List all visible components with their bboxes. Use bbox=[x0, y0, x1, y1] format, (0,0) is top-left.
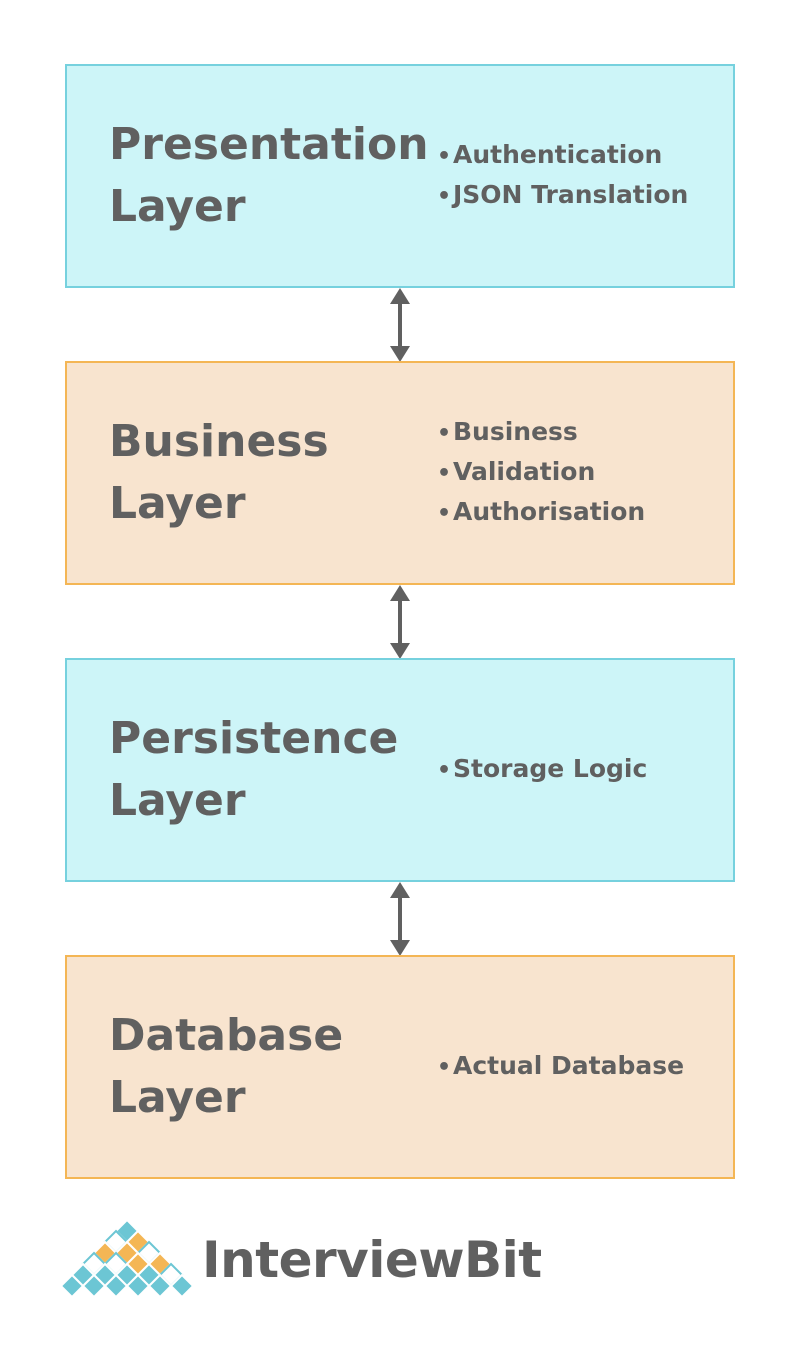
business-layer-box: Business Layer Business Validation Autho… bbox=[65, 361, 735, 585]
bullet-item: Validation bbox=[437, 453, 645, 493]
database-layer-title-line2: Layer bbox=[109, 1072, 246, 1123]
presentation-layer-title: Presentation Layer bbox=[109, 114, 429, 238]
persistence-layer-title-line1: Persistence bbox=[109, 713, 399, 764]
double-headed-arrow-icon bbox=[390, 585, 410, 659]
bullet-item: Storage Logic bbox=[437, 750, 647, 790]
double-headed-arrow-icon bbox=[390, 288, 410, 362]
database-layer-bullets: Actual Database bbox=[437, 1047, 684, 1087]
persistence-layer-bullets: Storage Logic bbox=[437, 750, 647, 790]
interviewbit-logo: InterviewBit bbox=[62, 1218, 542, 1302]
presentation-layer-bullets: Authentication JSON Translation bbox=[437, 136, 688, 216]
presentation-layer-title-line2: Layer bbox=[109, 181, 246, 232]
persistence-layer-title: Persistence Layer bbox=[109, 708, 409, 832]
bullet-item: Authentication bbox=[437, 136, 688, 176]
double-headed-arrow-icon bbox=[390, 882, 410, 956]
bullet-item: Actual Database bbox=[437, 1047, 684, 1087]
interviewbit-brand-text: InterviewBit bbox=[202, 1231, 542, 1289]
business-layer-title-line2: Layer bbox=[109, 478, 246, 529]
business-layer-title-line1: Business bbox=[109, 416, 329, 467]
bullet-item: Business bbox=[437, 413, 645, 453]
database-layer-title: Database Layer bbox=[109, 1005, 409, 1129]
persistence-layer-title-line2: Layer bbox=[109, 775, 246, 826]
database-layer-title-line1: Database bbox=[109, 1010, 344, 1061]
persistence-layer-box: Persistence Layer Storage Logic bbox=[65, 658, 735, 882]
bullet-item: Authorisation bbox=[437, 493, 645, 533]
business-layer-title: Business Layer bbox=[109, 411, 409, 535]
bullet-item: JSON Translation bbox=[437, 176, 688, 216]
interviewbit-diamond-logo-icon bbox=[62, 1218, 192, 1299]
presentation-layer-title-line1: Presentation bbox=[109, 119, 429, 170]
business-layer-bullets: Business Validation Authorisation bbox=[437, 413, 645, 533]
presentation-layer-box: Presentation Layer Authentication JSON T… bbox=[65, 64, 735, 288]
database-layer-box: Database Layer Actual Database bbox=[65, 955, 735, 1179]
